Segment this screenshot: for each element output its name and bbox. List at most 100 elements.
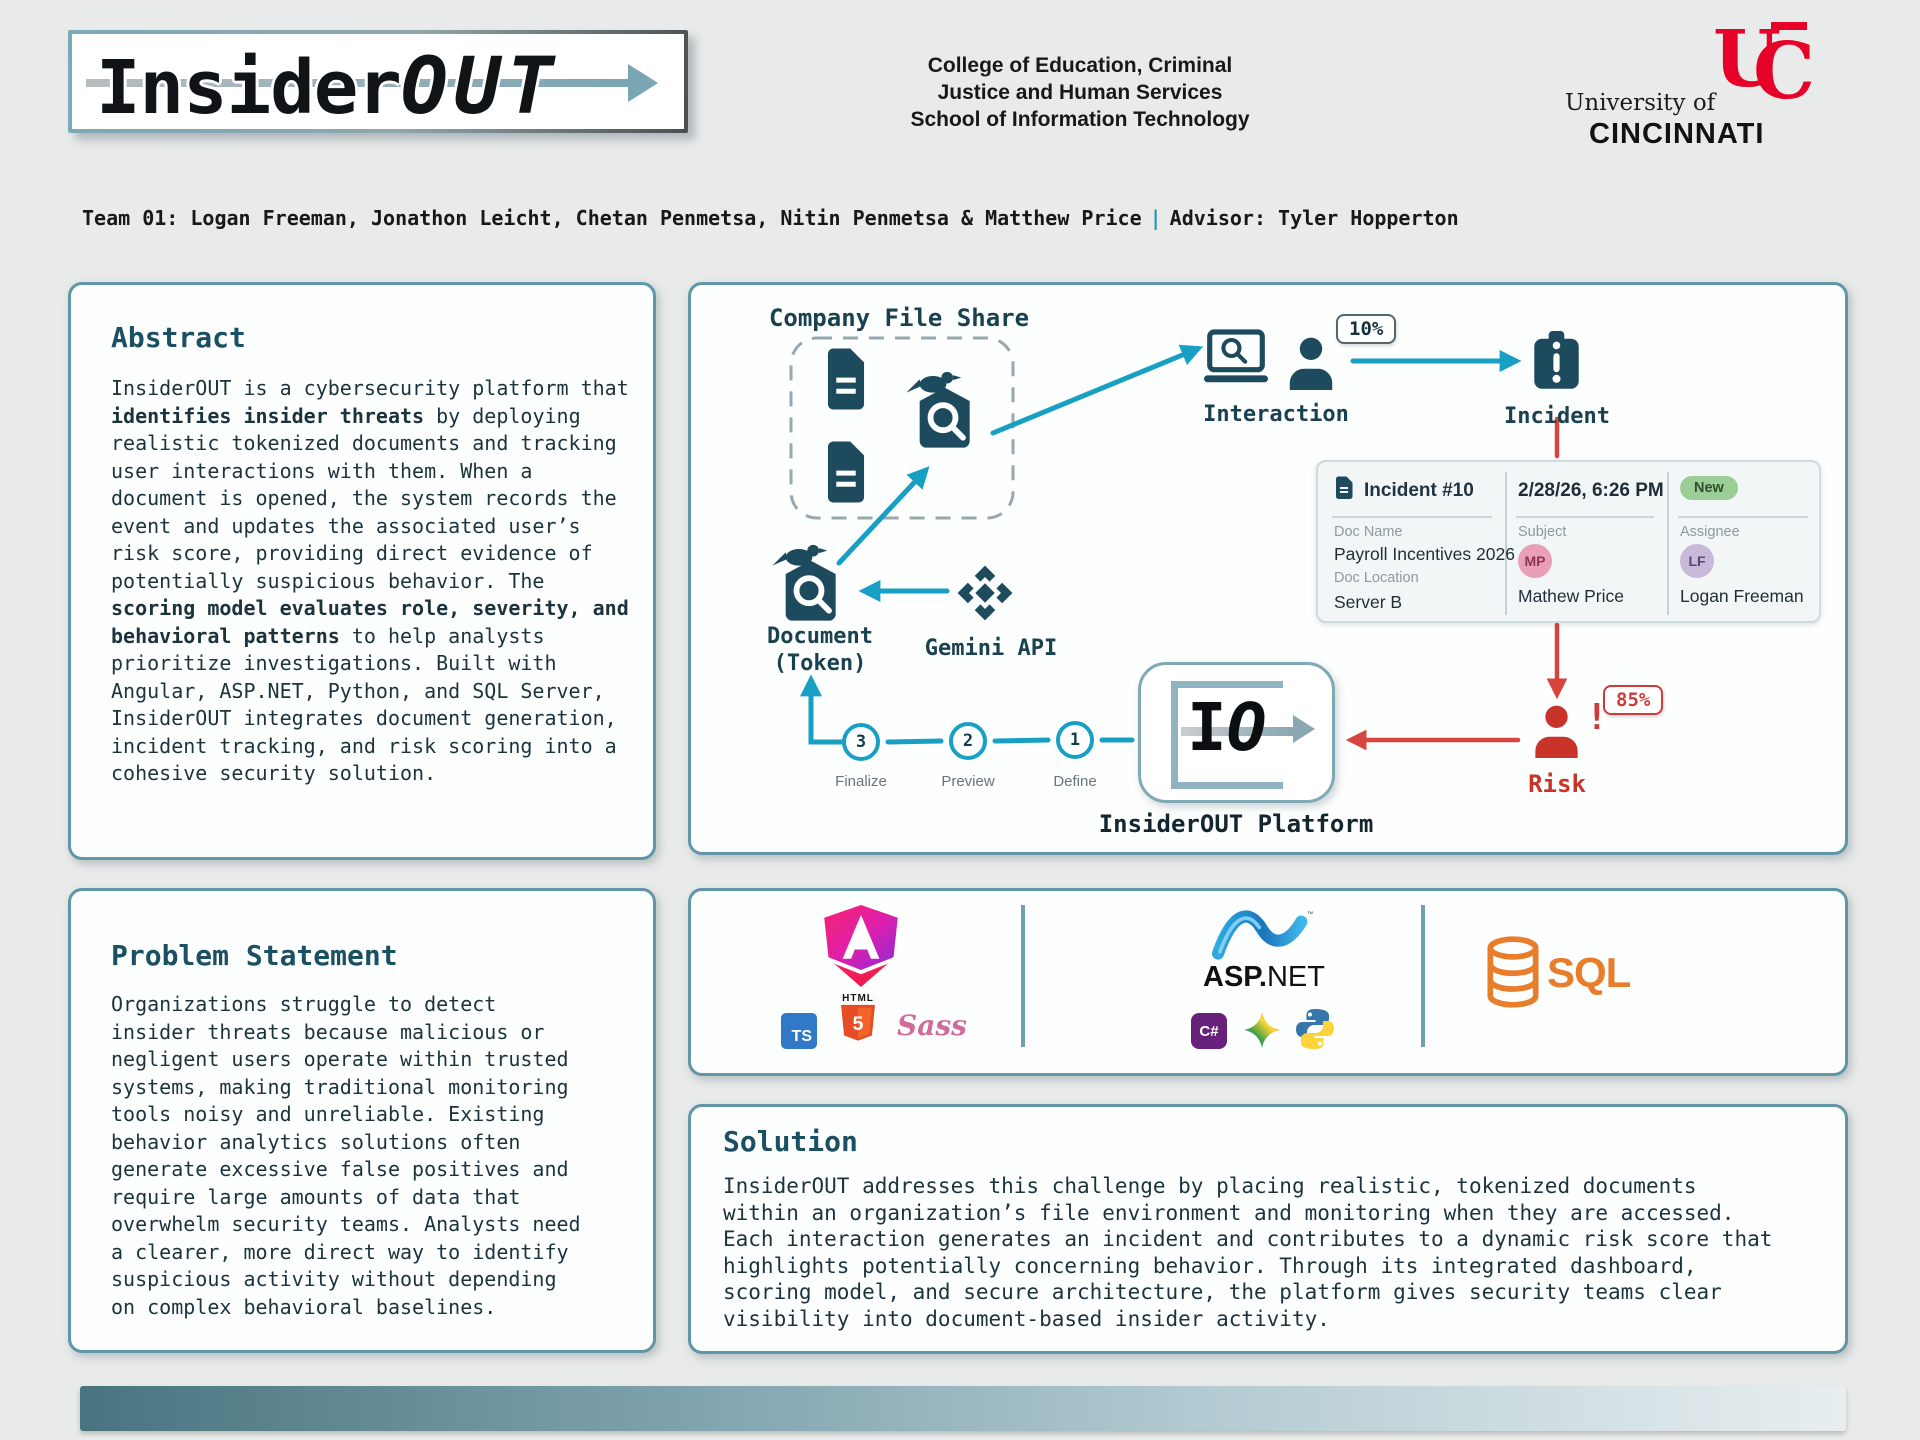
college-line: College of Education, Criminal <box>927 54 1233 77</box>
tech-divider <box>1421 905 1425 1047</box>
assignee-label: Assignee <box>1680 524 1740 540</box>
uc-monogram-icon: U C <box>1713 10 1843 118</box>
typescript-icon: TS <box>781 1013 817 1049</box>
risk-user-icon <box>1533 703 1580 760</box>
abstract-title: Abstract <box>111 321 246 354</box>
problem-title: Problem Statement <box>111 939 398 972</box>
risk-score-badge: 85% <box>1603 685 1664 715</box>
gemini-api-icon <box>953 561 1017 625</box>
doc-location-value: Server B <box>1334 592 1403 612</box>
uc-monogram-c: C <box>1753 26 1816 117</box>
card-divider <box>1516 516 1654 518</box>
subject-label: Subject <box>1518 524 1567 540</box>
cincinnati-text: CINCINNATI <box>1589 118 1765 150</box>
team-advisor-bar: Team 01: Logan Freeman, Jonathon Leicht,… <box>82 206 1459 230</box>
step-circle-preview: 2 <box>949 722 987 760</box>
card-divider <box>1332 516 1492 518</box>
college-line: Justice and Human Services <box>937 81 1223 104</box>
document-label-line2: (Token) <box>773 651 867 676</box>
solution-body: InsiderOUT addresses this challenge by p… <box>723 1174 1773 1331</box>
subject-name: Mathew Price <box>1518 586 1625 606</box>
mini-document-icon <box>1334 476 1354 500</box>
document-token-label: Document (Token) <box>767 623 873 677</box>
insiderout-platform-box: IO <box>1138 662 1335 803</box>
risk-label: Risk <box>1528 770 1586 798</box>
io-arrowhead-icon <box>1293 715 1315 743</box>
python-icon <box>1293 1007 1337 1051</box>
incident-datetime: 2/28/26, 6:26 PM <box>1518 480 1664 501</box>
abstract-seg: InsiderOUT is a cybersecurity platform t… <box>111 376 629 400</box>
file-share-dashed-box <box>789 336 1015 520</box>
footer-gradient-bar <box>80 1386 1846 1431</box>
user-icon <box>1283 337 1339 390</box>
solution-panel: Solution InsiderOUT addresses this chall… <box>688 1104 1848 1354</box>
abstract-body: InsiderOUT is a cybersecurity platform t… <box>111 375 631 788</box>
step-label-define: Define <box>1053 773 1097 790</box>
logo-out: OUT <box>400 42 560 132</box>
document-icon <box>821 440 871 504</box>
tech-stack-panel: TS HTML 5 Sass ™ <box>688 888 1848 1076</box>
college-text: College of Education, Criminal Justice a… <box>900 52 1260 133</box>
diagram-connectors <box>789 336 1568 751</box>
assignee-name: Logan Freeman <box>1680 586 1804 606</box>
interaction-label: Interaction <box>1203 402 1349 427</box>
logo-arrowhead-icon <box>628 64 658 102</box>
laptop-search-icon <box>1204 329 1268 383</box>
team-names: Team 01: Logan Freeman, Jonathon Leicht,… <box>82 206 1142 230</box>
abstract-panel: Abstract InsiderOUT is a cybersecurity p… <box>68 282 656 860</box>
college-line: School of Information Technology <box>910 108 1250 131</box>
aspnet-label: ASP.NET <box>1203 961 1325 994</box>
sql-database-icon <box>1484 927 1542 1017</box>
io-arrow-icon <box>1181 727 1293 736</box>
step-circle-define: 1 <box>1056 721 1094 759</box>
uc-logo: U C University of CINCINNATI <box>1565 10 1865 150</box>
document-icon <box>821 347 871 411</box>
incident-card-title: Incident #10 <box>1364 480 1474 501</box>
solution-title: Solution <box>723 1125 858 1158</box>
svg-text:™: ™ <box>1307 911 1314 918</box>
sass-icon: Sass <box>897 1009 967 1042</box>
abstract-seg: to help analysts prioritize investigatio… <box>111 623 617 786</box>
logo-arrow-icon <box>86 79 634 87</box>
tech-divider <box>1021 905 1025 1047</box>
step-circle-finalize: 3 <box>842 723 880 761</box>
token-document-icon <box>769 540 849 628</box>
angular-icon <box>823 905 899 987</box>
step-label-finalize: Finalize <box>835 773 887 790</box>
gemini-star-icon <box>1243 1011 1281 1049</box>
abstract-bold-seg: identifies insider threats <box>111 403 425 428</box>
step-label-preview: Preview <box>941 773 995 790</box>
token-document-icon <box>903 367 983 455</box>
doc-name-value: Payroll Incentives 2026 <box>1334 544 1515 564</box>
gemini-api-label: Gemini API <box>924 636 1058 661</box>
advisor-name: Advisor: Tyler Hopperton <box>1169 206 1459 230</box>
card-divider <box>1667 472 1669 615</box>
card-divider <box>1678 516 1808 518</box>
status-badge: New <box>1680 476 1738 500</box>
aspnet-bold: ASP. <box>1203 961 1267 993</box>
io-logo-i: I <box>1187 689 1227 766</box>
html5-number: 5 <box>853 1014 864 1035</box>
sql-label: SQL <box>1547 949 1631 996</box>
problem-body: Organizations struggle to detect insider… <box>111 992 581 1319</box>
risk-exclaim-icon: ! <box>1586 697 1608 738</box>
io-logo-text: IO <box>1187 689 1267 766</box>
doc-name-label: Doc Name <box>1334 524 1403 540</box>
csharp-icon: C# <box>1191 1013 1227 1049</box>
subject-avatar: MP <box>1518 544 1552 578</box>
incident-label: Incident <box>1504 404 1610 429</box>
incident-card: Incident #10 2/28/26, 6:26 PM New Doc Na… <box>1316 460 1821 623</box>
logo-insider: Insider <box>96 45 402 131</box>
architecture-diagram-panel: Company File Share <box>688 282 1848 855</box>
aspnet-rest: NET <box>1266 961 1325 993</box>
separator: | <box>1149 206 1162 230</box>
file-share-label: Company File Share <box>768 304 1030 332</box>
platform-label: InsiderOUT Platform <box>1098 810 1374 838</box>
insiderout-logo: InsiderOUT <box>68 30 688 133</box>
html5-icon: HTML 5 <box>839 993 877 1051</box>
uc-monogram-bar <box>1771 22 1807 30</box>
io-logo-o: O <box>1226 689 1267 766</box>
university-of-text: University of <box>1565 90 1716 116</box>
doc-location-label: Doc Location <box>1334 570 1419 586</box>
